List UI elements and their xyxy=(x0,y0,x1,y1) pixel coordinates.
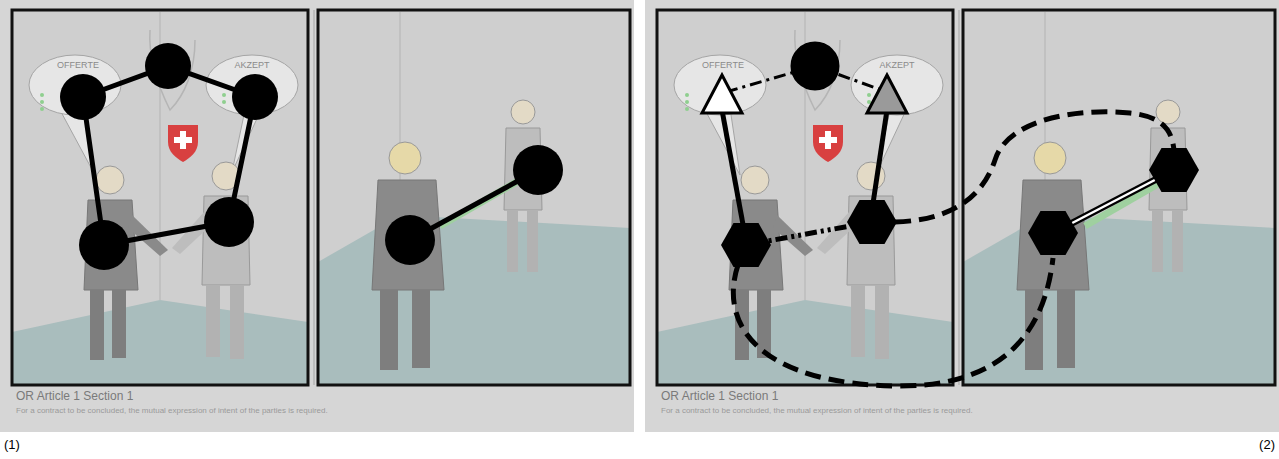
bubble-text: AKZEPT xyxy=(234,60,269,70)
figure-number: (1) xyxy=(4,438,20,453)
caption-text: For a contract to be concluded, the mutu… xyxy=(16,406,328,415)
figure-number: (2) xyxy=(1259,438,1275,453)
caption-title: OR Article 1 Section 1 xyxy=(16,390,133,404)
caption-text: For a contract to be concluded, the mutu… xyxy=(661,406,973,415)
bubble-text: OFFERTE xyxy=(57,60,99,70)
bubble-text: AKZEPT xyxy=(879,60,914,70)
bubble-text: OFFERTE xyxy=(702,60,744,70)
caption-title: OR Article 1 Section 1 xyxy=(661,390,778,404)
